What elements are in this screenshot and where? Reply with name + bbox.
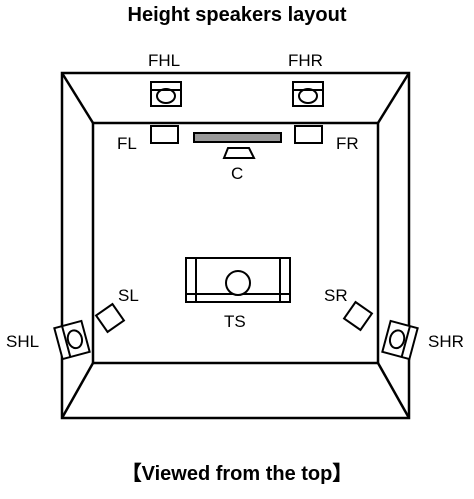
label-fr: FR bbox=[336, 134, 359, 153]
label-fhr: FHR bbox=[288, 51, 323, 70]
label-fhl: FHL bbox=[148, 51, 181, 70]
diagram-caption: 【Viewed from the top】 bbox=[121, 463, 353, 485]
fl-speaker-icon bbox=[150, 125, 179, 144]
label-ts: TS bbox=[224, 312, 246, 331]
shr-speaker-icon bbox=[381, 319, 419, 361]
sl-speaker-icon bbox=[94, 302, 126, 334]
corner-line-top-right bbox=[376, 72, 411, 124]
fhl-speaker-icon bbox=[150, 81, 182, 107]
shl-speaker-icon bbox=[53, 319, 91, 361]
corner-line-top-left bbox=[60, 72, 95, 124]
label-shl: SHL bbox=[6, 332, 40, 351]
label-fl: FL bbox=[117, 134, 137, 153]
screen-bar bbox=[193, 132, 282, 143]
sr-speaker-icon bbox=[342, 300, 374, 332]
fr-speaker-icon bbox=[294, 125, 323, 144]
label-shr: SHR bbox=[428, 332, 464, 351]
room-inner-wall bbox=[91, 121, 380, 365]
c-speaker-icon bbox=[222, 147, 256, 159]
corner-line-bottom-left bbox=[60, 362, 95, 419]
ts-seat-icon bbox=[185, 257, 291, 303]
fhr-speaker-icon bbox=[292, 81, 324, 107]
label-sl: SL bbox=[118, 286, 139, 305]
label-c: C bbox=[231, 164, 244, 183]
room-outer-wall bbox=[60, 71, 411, 420]
diagram-title: Height speakers layout bbox=[127, 4, 347, 26]
label-sr: SR bbox=[324, 286, 348, 305]
corner-line-bottom-right bbox=[376, 362, 411, 419]
